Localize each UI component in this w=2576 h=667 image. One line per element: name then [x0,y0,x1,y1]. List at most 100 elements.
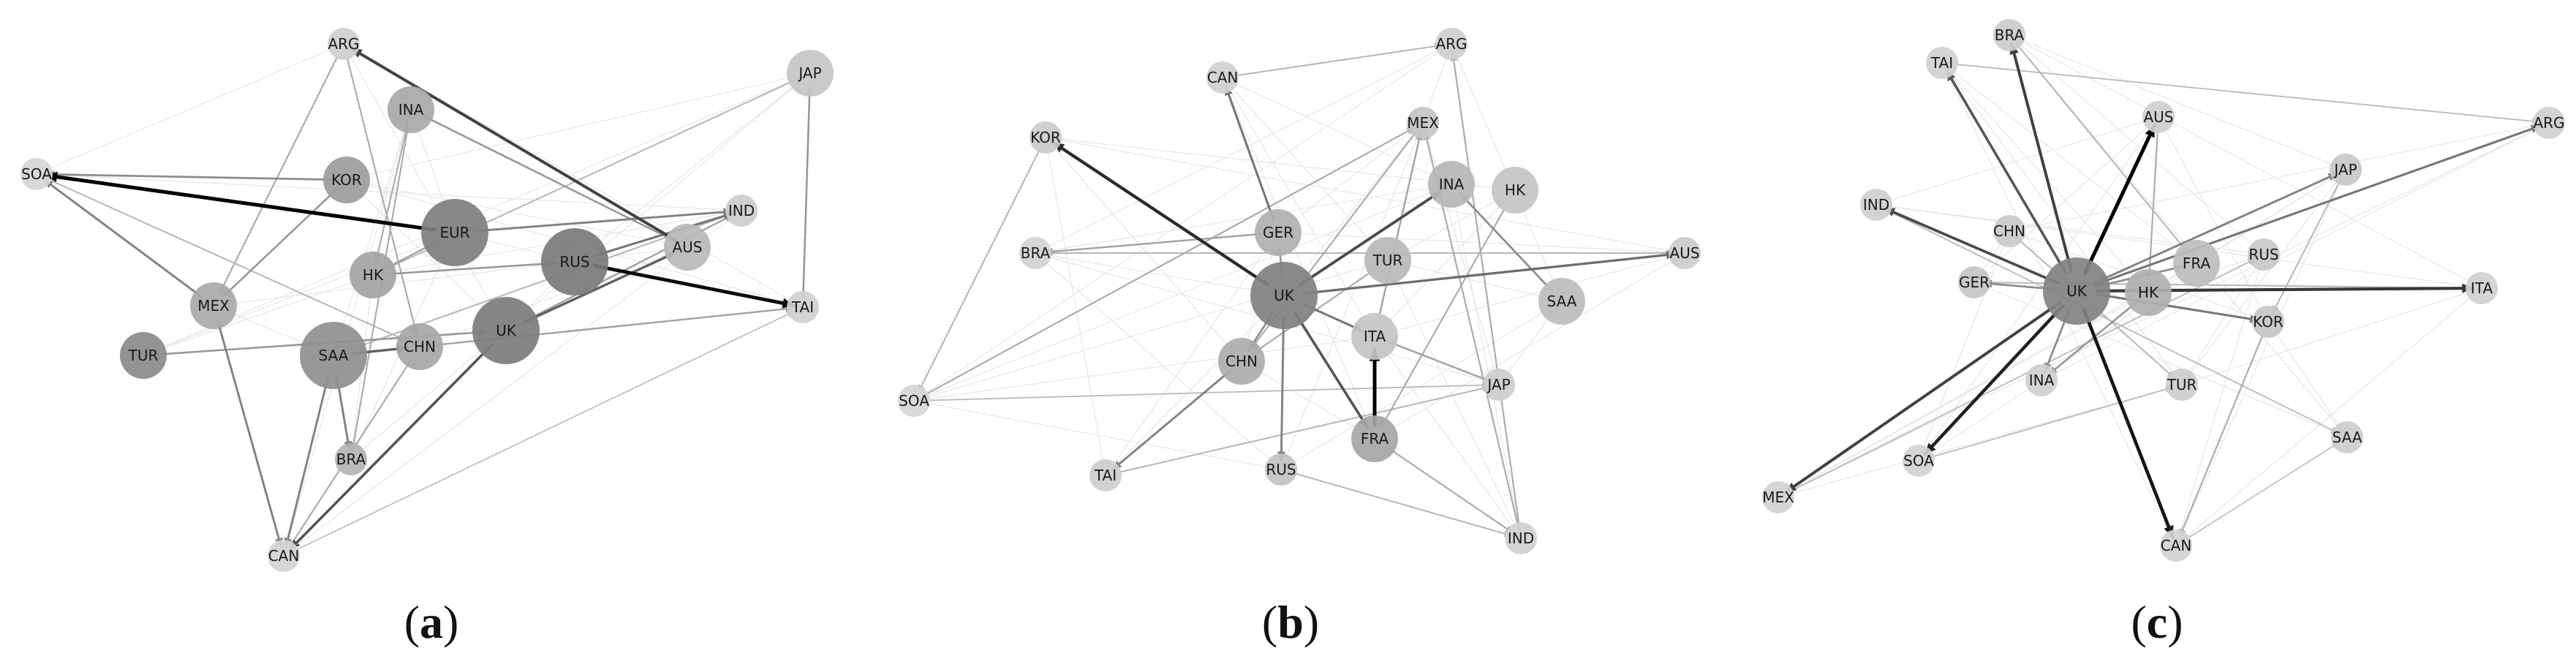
node-ina: INA [2025,364,2058,396]
background-edge [1045,137,1242,362]
node-circle [1019,237,1051,269]
node-circle [1669,237,1701,269]
node-label: ITA [2471,279,2493,297]
edge-uk-to-aus [2083,123,2157,275]
node-hk: HK [350,252,396,298]
edge-aus-to-arg [350,47,677,242]
edge-uk-to-kor [1051,140,1269,286]
node-aus: AUS [1669,237,1701,269]
node-circle [1435,28,1468,60]
node-circle [1505,522,1537,554]
node-circle [421,199,488,266]
edge-kor-to-can [2178,330,2266,538]
edge-mex-to-can [216,318,283,549]
background-edge [2175,287,2482,546]
node-label: IND [1508,530,1534,547]
node-circle [1089,459,1122,491]
edge-tur-to-chn [1251,267,1378,355]
background-edge [1876,116,2159,206]
node-kor: KOR [1030,121,1062,154]
background-edge [343,43,507,331]
background-edge [1105,295,1285,476]
node-circle [2330,154,2362,186]
node-circle [1407,107,1439,139]
node-label: UK [2066,282,2088,300]
node-jap: JAP [787,50,834,97]
background-edge [419,246,688,347]
background-edge [1374,336,1522,539]
node-circle [2125,269,2172,316]
background-edge [1222,77,1375,337]
node-label: ARG [1435,35,1467,53]
node-hk: HK [2125,269,2172,316]
background-edge [1941,62,2149,293]
node-label: AUS [1669,244,1699,262]
node-label: AUS [672,238,702,256]
node-label: AUS [2143,108,2173,126]
panel-c-caption: (c) [2131,596,2183,648]
node-arg: ARG [1435,28,1468,60]
node-circle [1492,167,1538,214]
node-tur: TUR [1364,237,1411,284]
background-edge [1035,252,1285,296]
node-label: MEX [1762,489,1794,506]
node-label: TAI [1094,467,1117,484]
edge-uk-to-bra [2010,42,2073,274]
background-edge [1918,230,2010,461]
node-circle [1428,161,1475,208]
edge-soa-to-chn [45,177,409,342]
node-circle [787,291,819,323]
background-edge [1973,116,2159,283]
node-circle [335,443,367,475]
node-label: KOR [1030,129,1061,146]
background-edge [1280,301,1563,470]
background-edge [1451,184,1522,539]
node-eur: EUR [421,199,488,266]
node-circle [541,228,608,295]
node-label: SAA [319,347,349,364]
node-ina: INA [388,86,434,133]
node-circle [2466,272,2498,304]
background-edge [2175,254,2265,546]
edge-kor-to-mex [222,188,338,298]
background-edge [1045,137,1106,476]
node-can: CAN [268,540,300,572]
edge-tai-to-jap [802,85,811,299]
node-circle [1250,262,1318,329]
panel-b-edges [913,42,1685,539]
edge-ind-to-arg [1451,51,1521,530]
node-fra: FRA [1351,415,1398,462]
node-tai: TAI [787,291,819,323]
node-circle [1958,266,1990,298]
node-circle [1351,415,1398,462]
node-circle [2043,257,2110,325]
edge-soa-to-mex [921,126,1416,397]
node-label: UK [496,322,517,339]
background-edge [1222,77,1375,440]
node-circle [1762,481,1794,513]
node-aus: AUS [664,224,711,271]
node-rus: RUS [541,228,608,295]
background-edge [2041,122,2550,381]
background-edge [1387,260,1563,302]
background-edge [1876,204,2482,289]
edge-tai-to-arg [1951,63,2541,123]
edge-tai-to-jap [1114,385,1492,475]
node-label: ARG [2533,114,2564,132]
node-circle [1860,189,1892,221]
edge-mex-to-rus [1786,257,2257,494]
edge-fra-to-ind [1385,445,1515,535]
node-saa: SAA [1538,278,1585,325]
edge-ina-to-aus [422,115,677,243]
node-circle [350,252,396,298]
node-label: HK [2138,284,2159,301]
node-jap: JAP [1483,369,1515,401]
background-edge [1778,292,2149,498]
background-edge [1241,361,1375,440]
node-aus: AUS [2142,101,2175,133]
node-circle [268,540,300,572]
node-label: GER [1263,224,1293,241]
background-edge [1277,122,1424,233]
node-label: JAP [1486,376,1510,393]
